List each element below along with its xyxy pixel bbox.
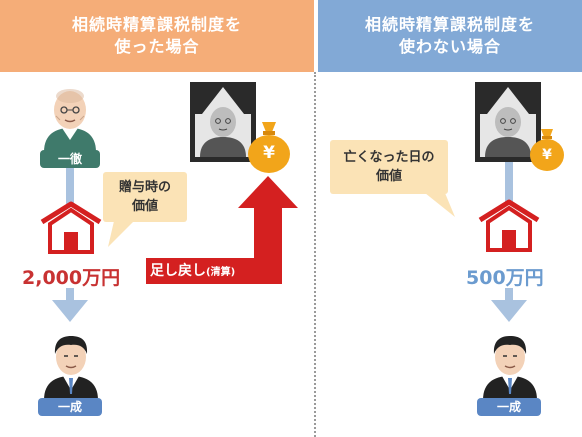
left-amount-value: 2,000万円 xyxy=(22,267,121,289)
left-callout: 贈与時の 価値 xyxy=(103,172,187,222)
memorial-portrait-right xyxy=(475,82,541,162)
add-back-arrow-shaft xyxy=(254,206,282,284)
elderly-man-icon xyxy=(44,89,96,152)
right-callout-tail xyxy=(425,193,455,217)
house-icon-right xyxy=(478,199,540,252)
left-flow-line xyxy=(66,162,74,204)
memorial-portrait-left xyxy=(190,82,256,162)
right-amount-value: 500万円 xyxy=(466,267,544,289)
young-man-icon-right xyxy=(483,336,537,400)
left-flow-line-lower xyxy=(66,288,74,306)
money-bag-icon-right xyxy=(530,129,564,171)
money-bag-symbol-right: ¥ xyxy=(542,147,552,163)
add-back-label: 足し戻し(清算) xyxy=(150,260,235,284)
add-back-sub-text: (清算) xyxy=(206,267,236,278)
add-back-main-text: 足し戻し xyxy=(150,263,206,279)
house-icon-left xyxy=(40,201,102,254)
left-down-arrow xyxy=(52,300,88,322)
panel-divider xyxy=(314,72,316,437)
right-down-arrow xyxy=(491,300,527,322)
left-callout-tail xyxy=(108,221,134,247)
young-man-icon-left xyxy=(44,336,98,400)
left-panel-header: 相続時精算課税制度を 使った場合 xyxy=(0,0,314,72)
money-bag-symbol-left: ¥ xyxy=(263,143,275,163)
right-panel-header: 相続時精算課税制度を 使わない場合 xyxy=(318,0,582,72)
right-callout: 亡くなった日の 価値 xyxy=(330,140,448,194)
receiver-name-label-left: 一成 xyxy=(38,398,102,416)
giver-name-label: 一徹 xyxy=(40,150,100,168)
right-flow-line-lower xyxy=(505,288,513,306)
right-flow-line xyxy=(505,160,513,204)
money-bag-icon-left xyxy=(248,122,290,173)
receiver-name-label-right: 一成 xyxy=(477,398,541,416)
add-back-arrow-head xyxy=(238,176,298,208)
